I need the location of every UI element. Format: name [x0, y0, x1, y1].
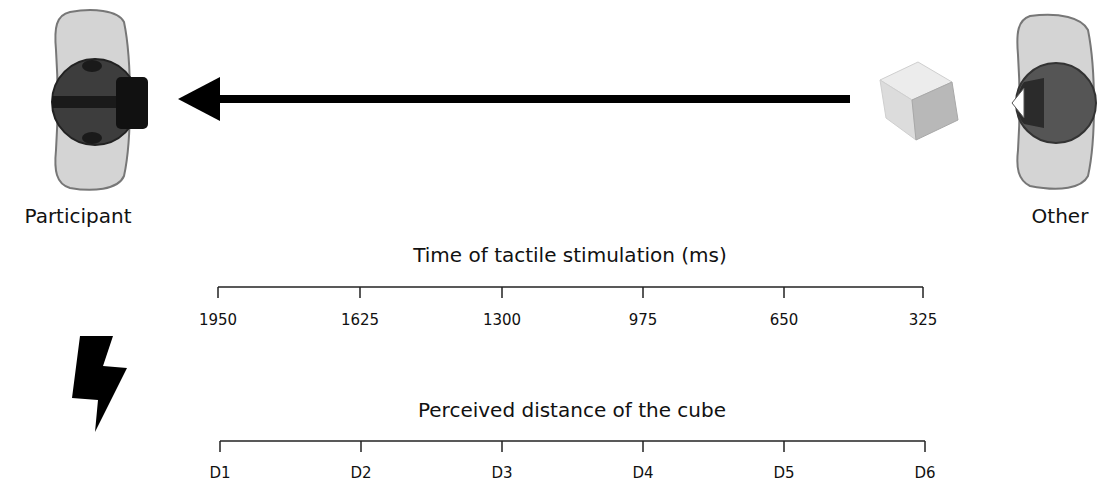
other-illustration	[860, 5, 1101, 237]
tick-label: 650	[770, 311, 799, 329]
person-label: Other	[1032, 204, 1089, 228]
person-figure: Participant	[0, 5, 160, 237]
tick-label: 325	[909, 311, 938, 329]
axis-title: Perceived distance of the cube	[418, 398, 726, 422]
tick-label: D6	[914, 464, 935, 482]
motion-arrow	[198, 95, 850, 103]
tick-label: D2	[350, 464, 371, 482]
tick-label: D5	[773, 464, 794, 482]
participant-illustration	[0, 5, 160, 237]
tick-label: 1625	[341, 311, 379, 329]
tick-label: D4	[632, 464, 653, 482]
lightning-bolt	[72, 336, 127, 432]
axis-title: Time of tactile stimulation (ms)	[413, 243, 727, 267]
tick-label: 975	[629, 311, 658, 329]
tick-label: D3	[491, 464, 512, 482]
time-axis	[218, 287, 923, 298]
tick-label: D1	[209, 464, 230, 482]
tick-label: 1950	[199, 311, 237, 329]
person-label: Participant	[24, 204, 131, 228]
tick-label: 1300	[483, 311, 521, 329]
person-figure: Other	[860, 5, 1101, 237]
distance-axis	[220, 441, 925, 452]
